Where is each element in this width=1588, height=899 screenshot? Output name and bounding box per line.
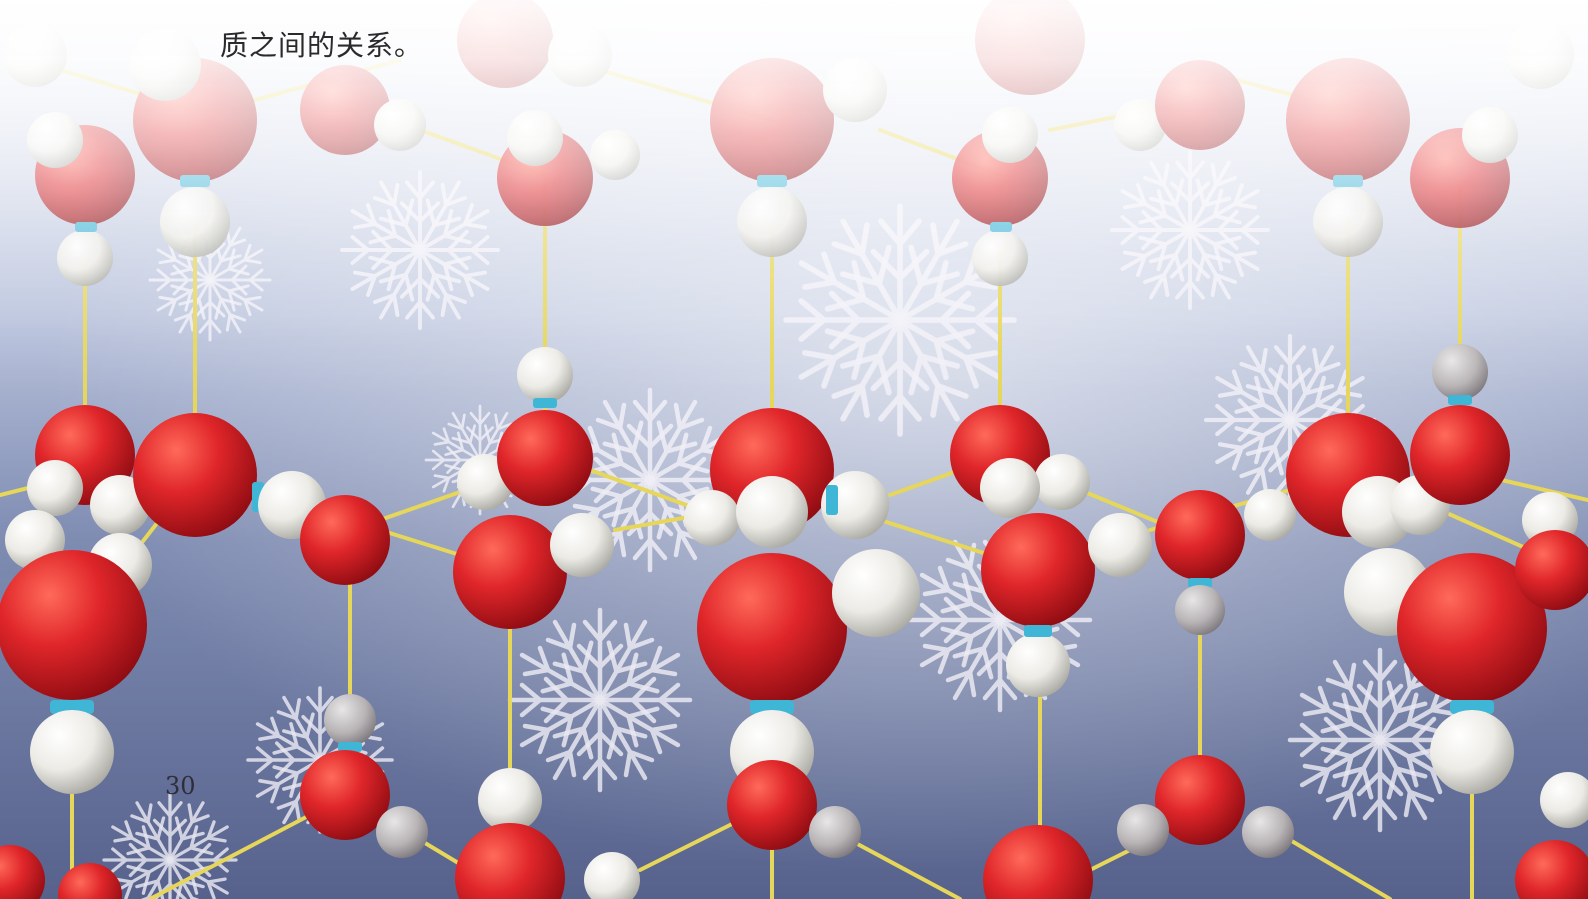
body-text-line: 质之间的关系。 — [220, 29, 424, 62]
page-number: 30 — [165, 772, 196, 800]
